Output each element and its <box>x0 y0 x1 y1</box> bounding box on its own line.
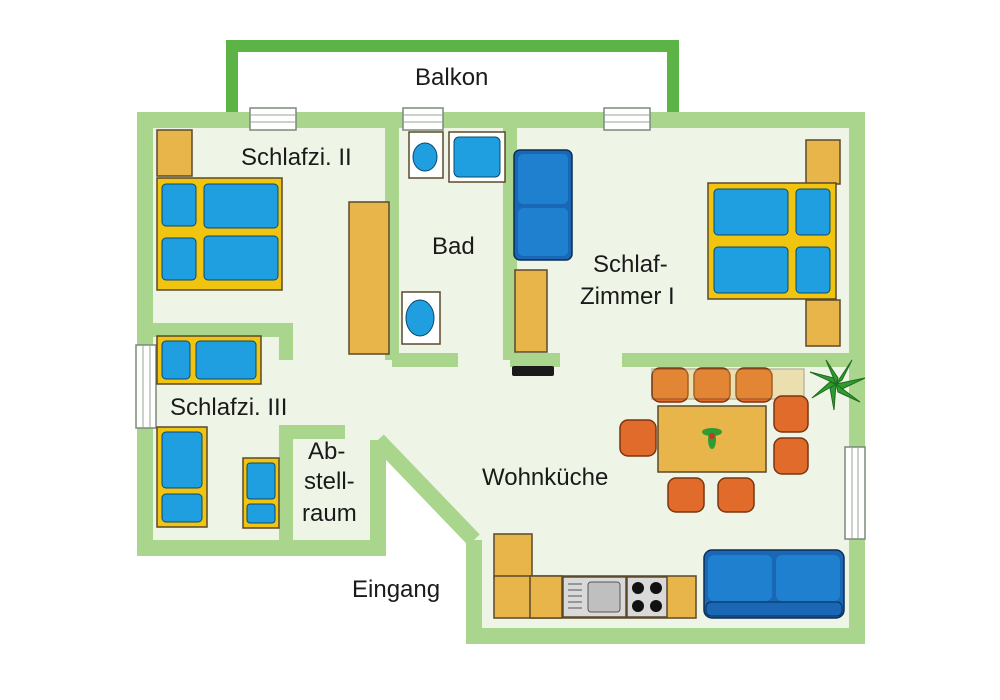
sofa-schlafzimmer-1 <box>513 149 573 261</box>
balcony-railing <box>226 40 679 112</box>
single-bed-schlafzi-3-top <box>156 335 262 385</box>
window-bad <box>402 107 444 131</box>
sideboard-wohnkueche <box>651 368 805 400</box>
label-schlafzi-2: Schlafzi. II <box>241 144 352 171</box>
label-abstellraum-line2: stell- <box>304 468 355 495</box>
window-schlafzi-2 <box>249 107 297 131</box>
sofa-wohnkueche <box>703 549 845 619</box>
dresser-schlafzimmer-1 <box>514 269 548 353</box>
double-bed-schlafzimmer-1 <box>707 182 837 300</box>
shower-icon <box>448 131 506 183</box>
chairs-bottom <box>667 477 755 513</box>
label-eingang: Eingang <box>352 576 441 603</box>
label-abstellraum-line1: Ab- <box>308 438 346 465</box>
wardrobe-schlafzi-2 <box>348 201 390 355</box>
toilet-icon <box>408 131 444 179</box>
label-bad: Bad <box>432 233 475 260</box>
table-decoration-icon <box>702 428 722 449</box>
windows <box>135 107 866 540</box>
nightstand-schlafzimmer-1-top <box>805 139 841 185</box>
label-schlafzimmer-1-line2: Zimmer I <box>580 283 675 310</box>
window-schlafzimmer-1 <box>603 107 651 131</box>
interior-walls <box>145 120 857 548</box>
sink-icon <box>562 576 627 618</box>
chair-left <box>619 419 657 457</box>
double-bed-schlafzi-2 <box>156 177 283 291</box>
washbasin-icon <box>401 291 441 345</box>
nightstand-schlafzimmer-1-bottom <box>805 299 841 347</box>
label-schlafzimmer-1-line1: Schlaf- <box>593 251 668 278</box>
cot-schlafzi-3 <box>242 457 280 529</box>
label-abstellraum-line3: raum <box>302 500 357 527</box>
nightstand-schlafzi-2 <box>156 129 193 177</box>
doormat <box>512 366 554 376</box>
chairs-right <box>773 395 809 475</box>
single-bed-schlafzi-3-bottom <box>156 426 208 528</box>
stove-icon <box>626 576 668 618</box>
window-wohnkueche <box>844 446 866 540</box>
plant-icon <box>809 359 866 411</box>
chairs-top <box>651 367 773 403</box>
window-schlafzi-3 <box>135 344 157 429</box>
label-balkon: Balkon <box>415 64 489 91</box>
label-schlafzi-3: Schlafzi. III <box>170 394 288 421</box>
label-wohnkueche: Wohnküche <box>482 464 609 491</box>
